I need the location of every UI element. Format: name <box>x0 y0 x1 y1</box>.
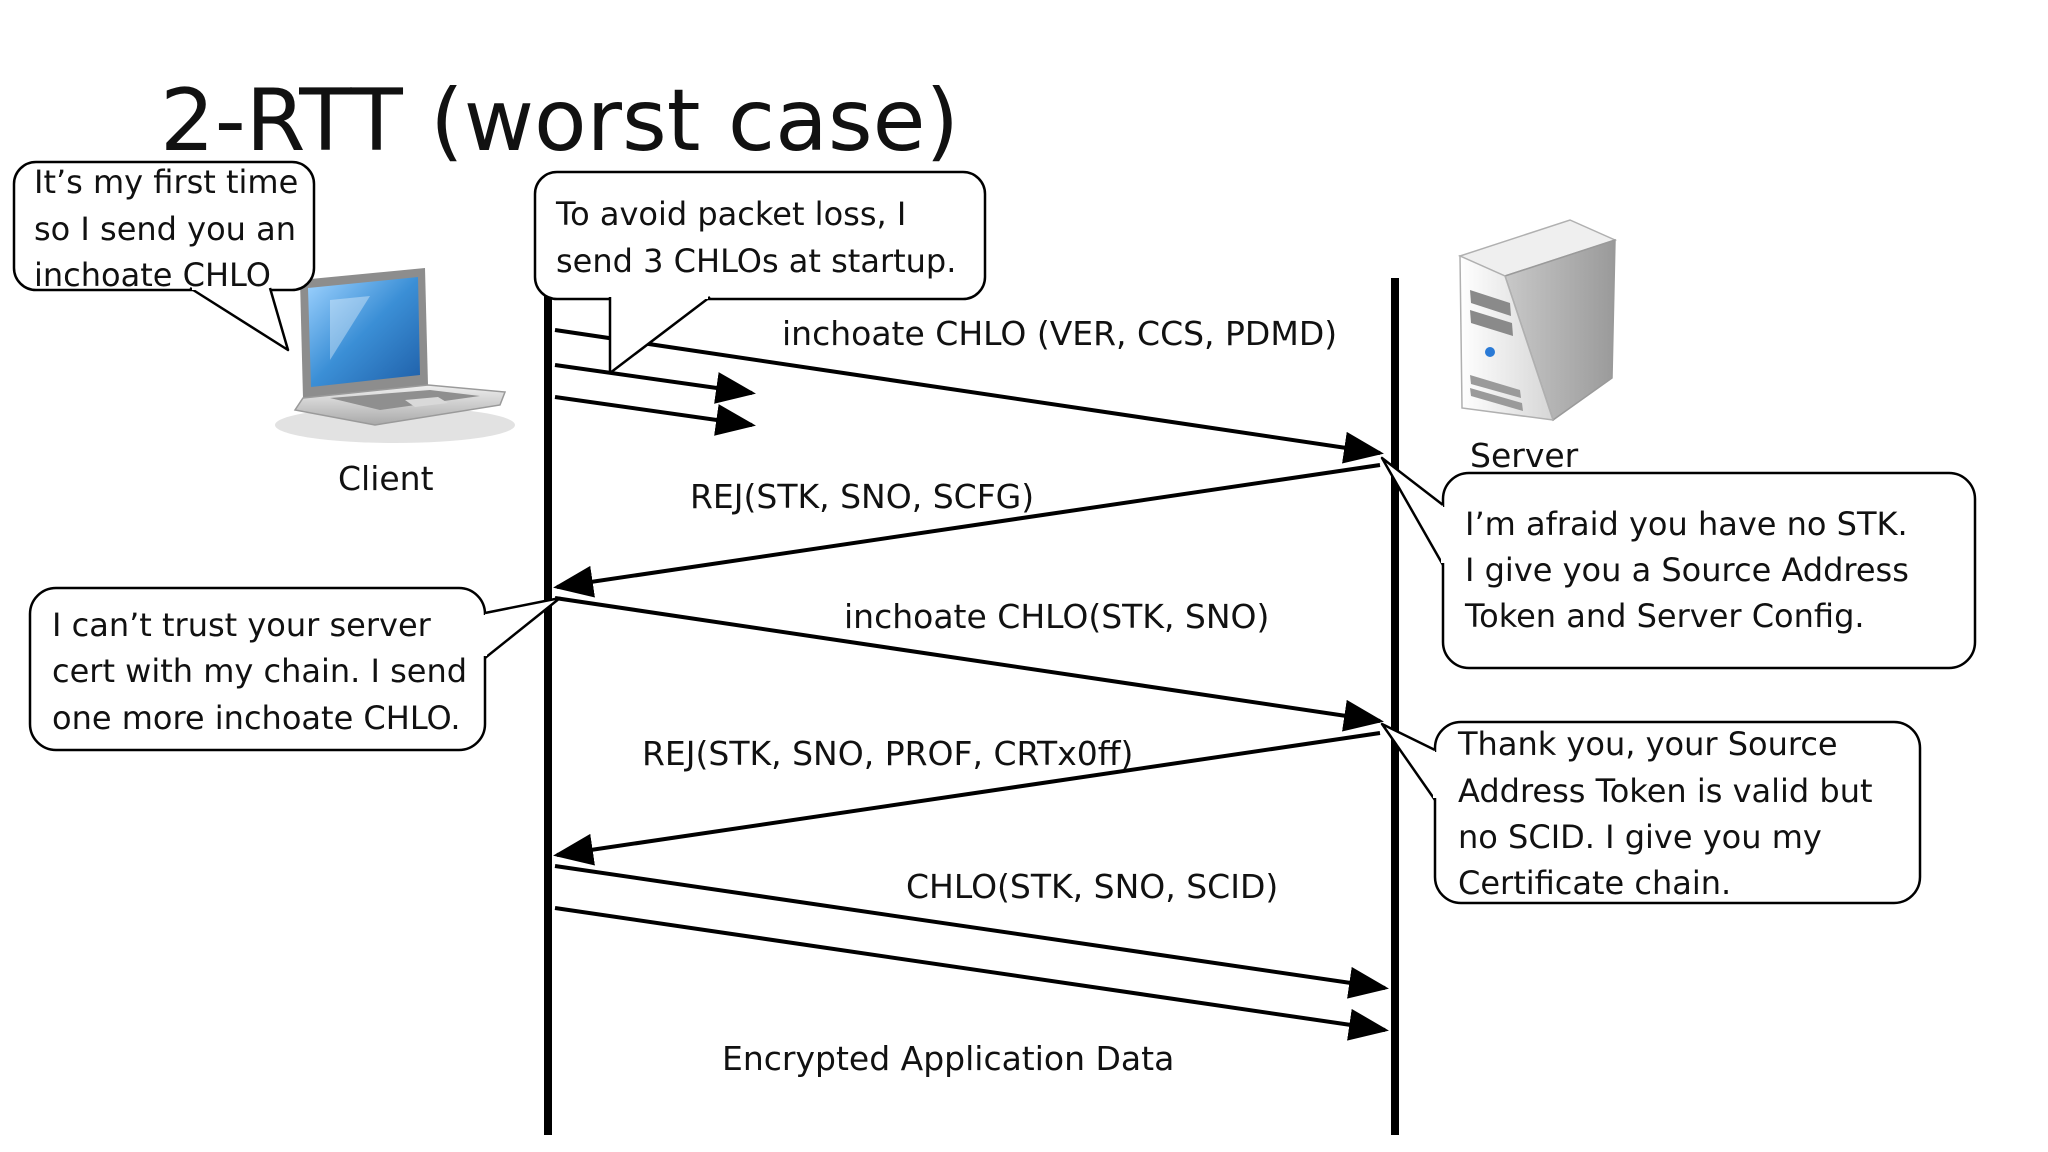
bubble-line: To avoid packet loss, I <box>555 195 906 233</box>
bubble-line: I can’t trust your server <box>52 606 432 644</box>
bubble-line: no SCID. I give you my <box>1458 818 1822 856</box>
speech-bubble-client-first: It’s my first time so I send you an inch… <box>12 160 316 352</box>
server-tower-icon <box>1457 219 1618 422</box>
bubble-line: Thank you, your Source <box>1457 725 1838 763</box>
bubble-line: one more inchoate CHLO. <box>52 699 461 737</box>
bubble-line: Address Token is valid but <box>1458 772 1873 810</box>
message-label: Encrypted Application Data <box>722 1039 1174 1078</box>
arrow-rej-prof <box>553 731 1381 866</box>
message-label: REJ(STK, SNO, SCFG) <box>690 477 1034 516</box>
message-label: inchoate CHLO (VER, CCS, PDMD) <box>782 314 1337 353</box>
arrow-chlo-duplicate-1 <box>554 363 756 404</box>
arrow-encrypted-data <box>554 906 1389 1041</box>
bubble-line: inchoate CHLO <box>34 256 271 294</box>
bubble-line: Token and Server Config. <box>1464 597 1865 635</box>
server-label: Server <box>1470 436 1579 475</box>
bubble-line: I give you a Source Address <box>1465 551 1909 589</box>
message-label: CHLO(STK, SNO, SCID) <box>906 867 1278 906</box>
bubble-line: Certificate chain. <box>1458 864 1731 902</box>
bubble-line: send 3 CHLOs at startup. <box>556 242 956 280</box>
arrow-chlo-duplicate-2 <box>554 395 756 436</box>
arrow-inchoate-chlo-2 <box>554 596 1384 732</box>
message-label: REJ(STK, SNO, PROF, CRTx0ff) <box>642 734 1133 773</box>
speech-bubble-server-scid: Thank you, your Source Address Token is … <box>1380 720 1922 905</box>
speech-bubble-server-no-stk: I’m afraid you have no STK. I give you a… <box>1380 456 1977 670</box>
client-label: Client <box>338 459 434 498</box>
arrow-rej-scfg <box>553 463 1381 598</box>
bubble-line: so I send you an <box>34 210 296 248</box>
message-label: inchoate CHLO(STK, SNO) <box>844 597 1269 636</box>
speech-bubble-packet-loss: To avoid packet loss, I send 3 CHLOs at … <box>533 170 987 375</box>
bubble-line: cert with my chain. I send <box>52 652 467 690</box>
arrow-chlo-scid <box>554 864 1389 999</box>
slide-title: 2-RTT (worst case) <box>160 71 959 171</box>
laptop-icon <box>275 268 515 443</box>
speech-bubble-client-cert: I can’t trust your server cert with my c… <box>28 586 562 752</box>
arrow-inchoate-chlo-1 <box>554 328 1384 464</box>
bubble-line: It’s my first time <box>34 163 298 201</box>
bubble-line: I’m afraid you have no STK. <box>1465 505 1908 543</box>
